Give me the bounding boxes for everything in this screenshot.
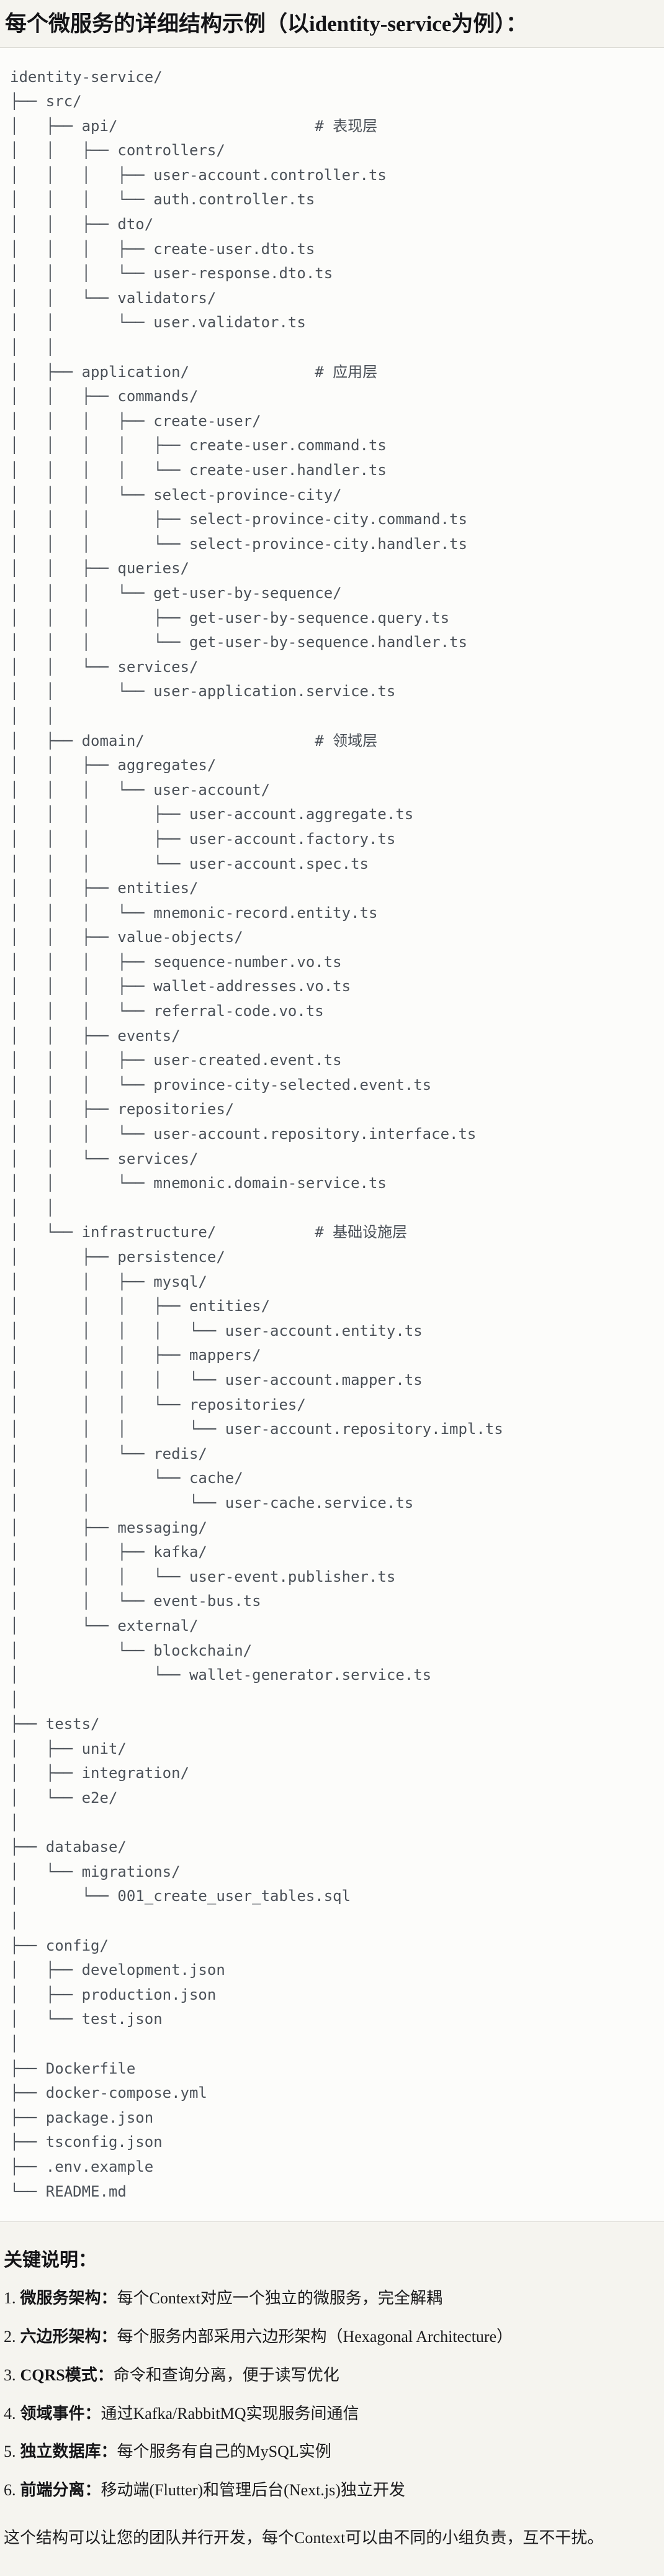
note-term: 前端分离： <box>20 2481 101 2500</box>
note-description: 每个Context对应一个独立的微服务，完全解耦 <box>117 2289 442 2308</box>
note-description: 移动端(Flutter)和管理后台(Next.js)独立开发 <box>101 2481 405 2500</box>
note-description: 通过Kafka/RabbitMQ实现服务间通信 <box>101 2404 359 2423</box>
note-term: 领域事件： <box>20 2404 101 2423</box>
note-number: 5. <box>4 2442 16 2461</box>
note-item: 1.微服务架构：每个Context对应一个独立的微服务，完全解耦 <box>4 2288 659 2309</box>
directory-tree-code-block: identity-service/ ├── src/ │ ├── api/ # … <box>0 47 664 2223</box>
note-item: 6.前端分离：移动端(Flutter)和管理后台(Next.js)独立开发 <box>4 2480 659 2501</box>
note-item: 4.领域事件：通过Kafka/RabbitMQ实现服务间通信 <box>4 2403 659 2424</box>
notes-heading: 关键说明： <box>4 2250 97 2271</box>
closing-paragraph: 这个结构可以让您的团队并行开发，每个Context可以由不同的小组负责，互不干扰… <box>4 2528 604 2547</box>
note-term: 六边形架构： <box>20 2327 117 2346</box>
note-number: 1. <box>4 2289 16 2308</box>
note-number: 6. <box>4 2481 16 2500</box>
notes-list: 1.微服务架构：每个Context对应一个独立的微服务，完全解耦 2.六边形架构… <box>4 2288 659 2501</box>
note-term: 微服务架构： <box>20 2289 117 2308</box>
note-number: 4. <box>4 2404 16 2423</box>
page-title: 每个微服务的详细结构示例（以identity-service为例）： <box>5 12 527 36</box>
note-item: 2.六边形架构：每个服务内部采用六边形架构（Hexagonal Architec… <box>4 2326 659 2347</box>
note-term: 独立数据库： <box>20 2442 117 2461</box>
note-number: 2. <box>4 2327 16 2346</box>
note-description: 每个服务内部采用六边形架构（Hexagonal Architecture） <box>117 2327 513 2346</box>
notes-section: 关键说明： 1.微服务架构：每个Context对应一个独立的微服务，完全解耦 2… <box>0 2222 664 2576</box>
note-item: 5.独立数据库：每个服务有自己的MySQL实例 <box>4 2441 659 2462</box>
directory-tree: identity-service/ ├── src/ │ ├── api/ # … <box>10 68 503 2200</box>
note-number: 3. <box>4 2365 16 2384</box>
note-item: 3.CQRS模式：命令和查询分离，便于读写优化 <box>4 2365 659 2386</box>
note-description: 每个服务有自己的MySQL实例 <box>117 2442 331 2461</box>
note-term: CQRS模式： <box>20 2365 114 2384</box>
note-description: 命令和查询分离，便于读写优化 <box>113 2365 339 2384</box>
